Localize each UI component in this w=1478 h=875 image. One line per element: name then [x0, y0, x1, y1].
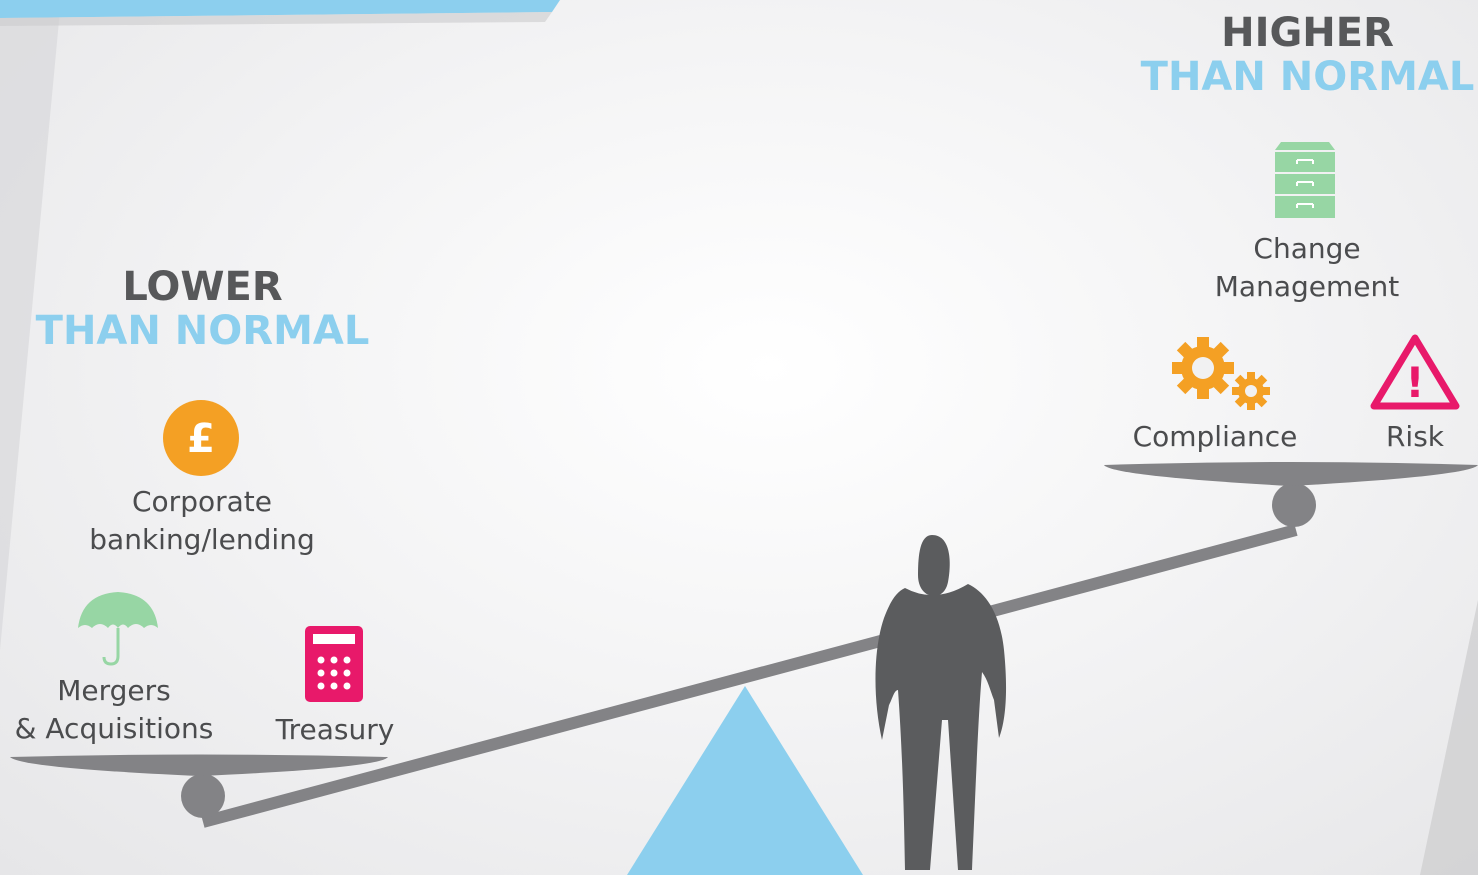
mergers-line1: Mergers: [57, 674, 171, 707]
right-background-panel: [1420, 600, 1478, 875]
right-pan: [1104, 462, 1478, 486]
person-silhouette: [875, 535, 1007, 870]
calculator-icon: [305, 626, 363, 702]
pound-symbol: £: [187, 416, 215, 462]
fulcrum-triangle: [627, 686, 863, 875]
gears-icon: [1172, 337, 1270, 410]
lower-heading: LOWER THAN NORMAL: [30, 267, 375, 351]
mergers-line2: & Acquisitions: [14, 711, 214, 745]
compliance-label: Compliance: [1132, 420, 1298, 453]
change-management-label: Change Management: [1185, 230, 1429, 306]
lower-heading-line2: THAN NORMAL: [35, 308, 370, 354]
seesaw-beam: [201, 524, 1298, 828]
corporate-line2: banking/lending: [89, 522, 315, 556]
higher-heading: HIGHER THAN NORMAL: [1135, 13, 1478, 97]
change-line1: Change: [1253, 232, 1361, 265]
top-banner-shadow: [0, 12, 552, 26]
umbrella-icon: [78, 592, 158, 666]
change-line2: Management: [1214, 269, 1400, 303]
left-background-panel: [0, 0, 60, 650]
corporate-line1: Corporate: [132, 485, 272, 518]
top-banner: [0, 0, 560, 18]
exclamation-symbol: !: [1405, 358, 1424, 407]
treasury-label: Treasury: [275, 713, 395, 746]
lower-heading-line1: LOWER: [122, 264, 283, 310]
right-pivot: [1272, 483, 1316, 527]
warning-icon: !: [1370, 334, 1460, 410]
left-pan: [10, 754, 388, 776]
mergers-label: Mergers & Acquisitions: [2, 672, 226, 748]
filing-cabinet-icon: [1275, 142, 1335, 218]
corporate-banking-label: Corporate banking/lending: [60, 483, 344, 559]
left-pivot: [181, 774, 225, 818]
higher-heading-line1: HIGHER: [1221, 10, 1394, 56]
risk-label: Risk: [1385, 420, 1445, 453]
higher-heading-line2: THAN NORMAL: [1140, 54, 1475, 100]
pound-coin-icon: £: [163, 400, 239, 476]
